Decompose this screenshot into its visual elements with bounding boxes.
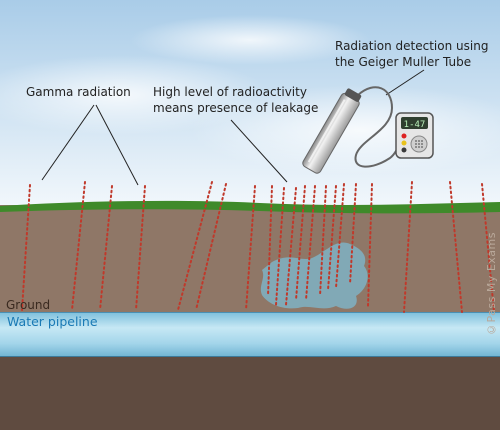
geiger-muller-tube <box>302 88 362 174</box>
label-ground: Ground <box>6 298 51 312</box>
gamma-ray <box>319 185 327 297</box>
gamma-ray <box>99 185 113 311</box>
grass <box>0 200 500 214</box>
label-detector-line1: Radiation detection using <box>335 39 489 53</box>
gamma-ray <box>481 183 495 313</box>
label-detector-line2: the Geiger Muller Tube <box>335 55 472 69</box>
gamma-ray <box>327 185 337 291</box>
gamma-ray <box>403 181 413 313</box>
gamma-ray <box>349 183 357 285</box>
label-leakage-line2: means presence of leakage <box>153 101 319 115</box>
label-water-pipeline: Water pipeline <box>7 314 98 329</box>
detector-display: 1-47 <box>404 120 426 130</box>
gamma-ray <box>135 185 146 311</box>
gamma-ray <box>245 185 256 311</box>
label-leakage-line1: High level of radioactivity <box>153 85 307 99</box>
label-gamma-radiation: Gamma radiation <box>26 85 131 99</box>
gamma-ray <box>295 185 306 301</box>
gamma-ray <box>305 185 316 301</box>
gamma-ray <box>285 187 297 306</box>
gamma-ray <box>195 183 227 311</box>
pointer-line <box>385 69 425 96</box>
gamma-ray <box>267 185 273 297</box>
deep-soil <box>0 356 500 430</box>
gamma-ray <box>449 181 463 313</box>
watermark: ©Pass My Exams <box>485 232 498 336</box>
gamma-ray <box>21 184 31 311</box>
water-leak <box>260 242 368 309</box>
gamma-ray <box>275 187 285 306</box>
pointer-line <box>41 104 95 181</box>
gamma-ray <box>335 183 345 289</box>
cloud <box>130 15 370 65</box>
geiger-counter <box>395 112 434 159</box>
gamma-rays <box>21 181 495 313</box>
pointer-line <box>95 104 139 186</box>
water-pipeline <box>0 312 500 357</box>
gamma-ray <box>71 181 86 311</box>
gamma-ray <box>177 181 213 311</box>
gamma-ray <box>367 183 373 307</box>
pointer-line <box>230 119 288 183</box>
